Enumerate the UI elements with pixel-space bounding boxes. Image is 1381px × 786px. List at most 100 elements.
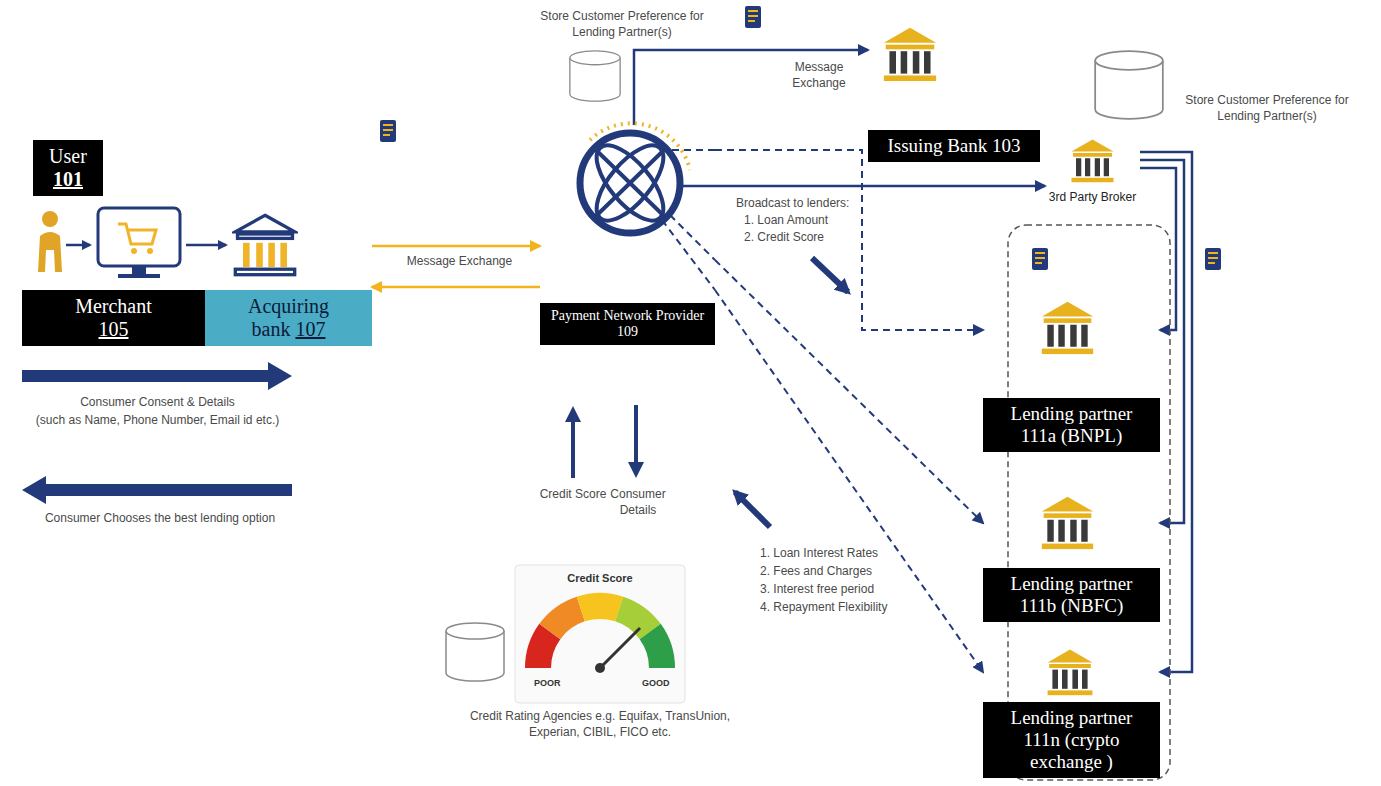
illustration	[812, 258, 848, 292]
broker-label: 3rd Party Broker	[1045, 135, 1140, 205]
edge-label: Message Exchange	[782, 60, 856, 91]
illustration	[66, 244, 90, 247]
network-globe	[596, 150, 664, 216]
illustration	[186, 244, 226, 247]
credit-database	[446, 623, 504, 681]
credit-gauge	[515, 565, 685, 703]
node-text: Lending partner 111a (BNPL)	[1011, 403, 1133, 446]
person-icon	[38, 232, 62, 272]
illustration	[745, 6, 761, 28]
illustration	[670, 215, 715, 260]
illustration	[1205, 248, 1221, 270]
node-text: 3rd Party Broker	[1049, 190, 1136, 204]
annotation-text: 1. Loan Interest Rates	[760, 545, 878, 561]
choice-arrow	[22, 476, 292, 504]
merchant-terminal-icon	[98, 208, 180, 278]
issuing-bank-label: Issuing Bank 103	[868, 15, 1040, 162]
lender-icon	[1048, 650, 1093, 696]
issuing-bank-icon	[884, 28, 936, 81]
network-globe	[585, 135, 675, 231]
acquiring-bank-icon	[235, 215, 294, 274]
connector-arrow	[634, 50, 868, 125]
credit-gauge	[600, 628, 640, 668]
payment-network-label: Payment Network Provider 109	[540, 125, 715, 345]
annotation-text: Store Customer Preference for Lending Pa…	[1172, 92, 1362, 124]
annotation-text: (such as Name, Phone Number, Email id et…	[10, 412, 305, 428]
merchant-terminal-icon	[98, 208, 180, 266]
credit-gauge	[650, 632, 662, 669]
preference-database	[570, 51, 620, 101]
network-globe	[596, 150, 664, 216]
annotation-text: Credit Rating Agencies e.g. Equifax, Tra…	[450, 708, 750, 740]
annotation-text: Consumer Chooses the best lending option	[10, 510, 310, 526]
credit-gauge	[515, 565, 685, 703]
illustration	[735, 492, 770, 527]
lender-group-outline	[1008, 225, 1170, 780]
connector-arrow	[372, 245, 540, 248]
acquiring-bank-label: Acquiring bank107	[205, 205, 372, 346]
node-text: Lending partner 111n (crypto exchange )	[1011, 707, 1133, 772]
merchant-terminal-icon	[118, 274, 160, 278]
label-box: 3rd Party Broker	[1045, 191, 1140, 205]
lender-icon	[1042, 302, 1093, 354]
lender-label: Lending partner 111a (BNPL)	[983, 282, 1160, 452]
illustration	[380, 120, 396, 142]
annotation-text: Store Customer Preference for Lending Pa…	[532, 8, 712, 40]
label-box: Lending partner 111b (NBFC)	[983, 568, 1160, 622]
person-icon	[38, 211, 62, 272]
merchant-terminal-icon	[131, 248, 137, 254]
credit-gauge	[538, 632, 550, 669]
node-text: 105	[32, 318, 195, 341]
merchant-terminal-icon	[147, 248, 153, 254]
lender-label: Lending partner 111b (NBFC)	[983, 478, 1160, 622]
node-text: Payment Network Provider 109	[551, 308, 704, 339]
annotation-text: 1. Loan Amount	[744, 212, 828, 228]
lender-icon	[1042, 497, 1093, 549]
user-label: User101	[33, 140, 103, 196]
annotation-text: GOOD	[642, 678, 670, 689]
annotation-text: 2. Credit Score	[744, 229, 824, 245]
dashed-connector	[715, 290, 983, 672]
broker-icon	[1072, 140, 1114, 183]
node-text: 107	[295, 318, 325, 340]
label-box: Payment Network Provider 109	[540, 303, 715, 345]
consent-arrow	[22, 362, 292, 390]
annotation-text: Credit Score	[528, 486, 618, 502]
node-text: Merchant	[32, 295, 195, 318]
node-text: User	[43, 145, 93, 168]
credit-gauge	[619, 609, 650, 632]
label-box: Acquiring bank107	[205, 290, 372, 346]
network-globe	[580, 133, 680, 233]
connector-arrow	[372, 286, 540, 289]
merchant-label: Merchant105	[22, 290, 205, 346]
node-text: 101	[43, 168, 93, 191]
annotation-text: Consumer Consent & Details	[20, 394, 295, 410]
edge-label: Message Exchange	[395, 254, 524, 270]
label-box: Issuing Bank 103	[868, 130, 1040, 162]
annotation-text: Broadcast to lenders:	[736, 195, 849, 211]
annotation-text: 4. Repayment Flexibility	[760, 599, 887, 615]
label-box: Lending partner 111a (BNPL)	[983, 398, 1160, 452]
annotation-text: 3. Interest free period	[760, 581, 874, 597]
credit-gauge	[550, 609, 581, 632]
connector-arrow	[1140, 160, 1184, 523]
merchant-terminal-icon	[118, 224, 156, 244]
network-globe	[580, 123, 690, 233]
node-text: Issuing Bank 103	[888, 135, 1021, 156]
illustration	[681, 185, 715, 188]
dashed-connector	[715, 150, 983, 330]
illustration	[662, 220, 715, 290]
annotation-text: 2. Fees and Charges	[760, 563, 872, 579]
label-box: Merchant105	[22, 290, 205, 346]
credit-gauge	[581, 606, 619, 609]
annotation-text: Credit Score	[560, 572, 640, 585]
label-box: Lending partner 111n (crypto exchange )	[983, 702, 1160, 778]
illustration	[634, 405, 638, 474]
illustration	[571, 410, 575, 478]
node-text: Lending partner 111b (NBFC)	[1011, 573, 1133, 616]
dashed-connector	[715, 260, 983, 523]
annotation-text: Consumer Details	[606, 486, 670, 518]
annotation-text: POOR	[534, 678, 561, 689]
